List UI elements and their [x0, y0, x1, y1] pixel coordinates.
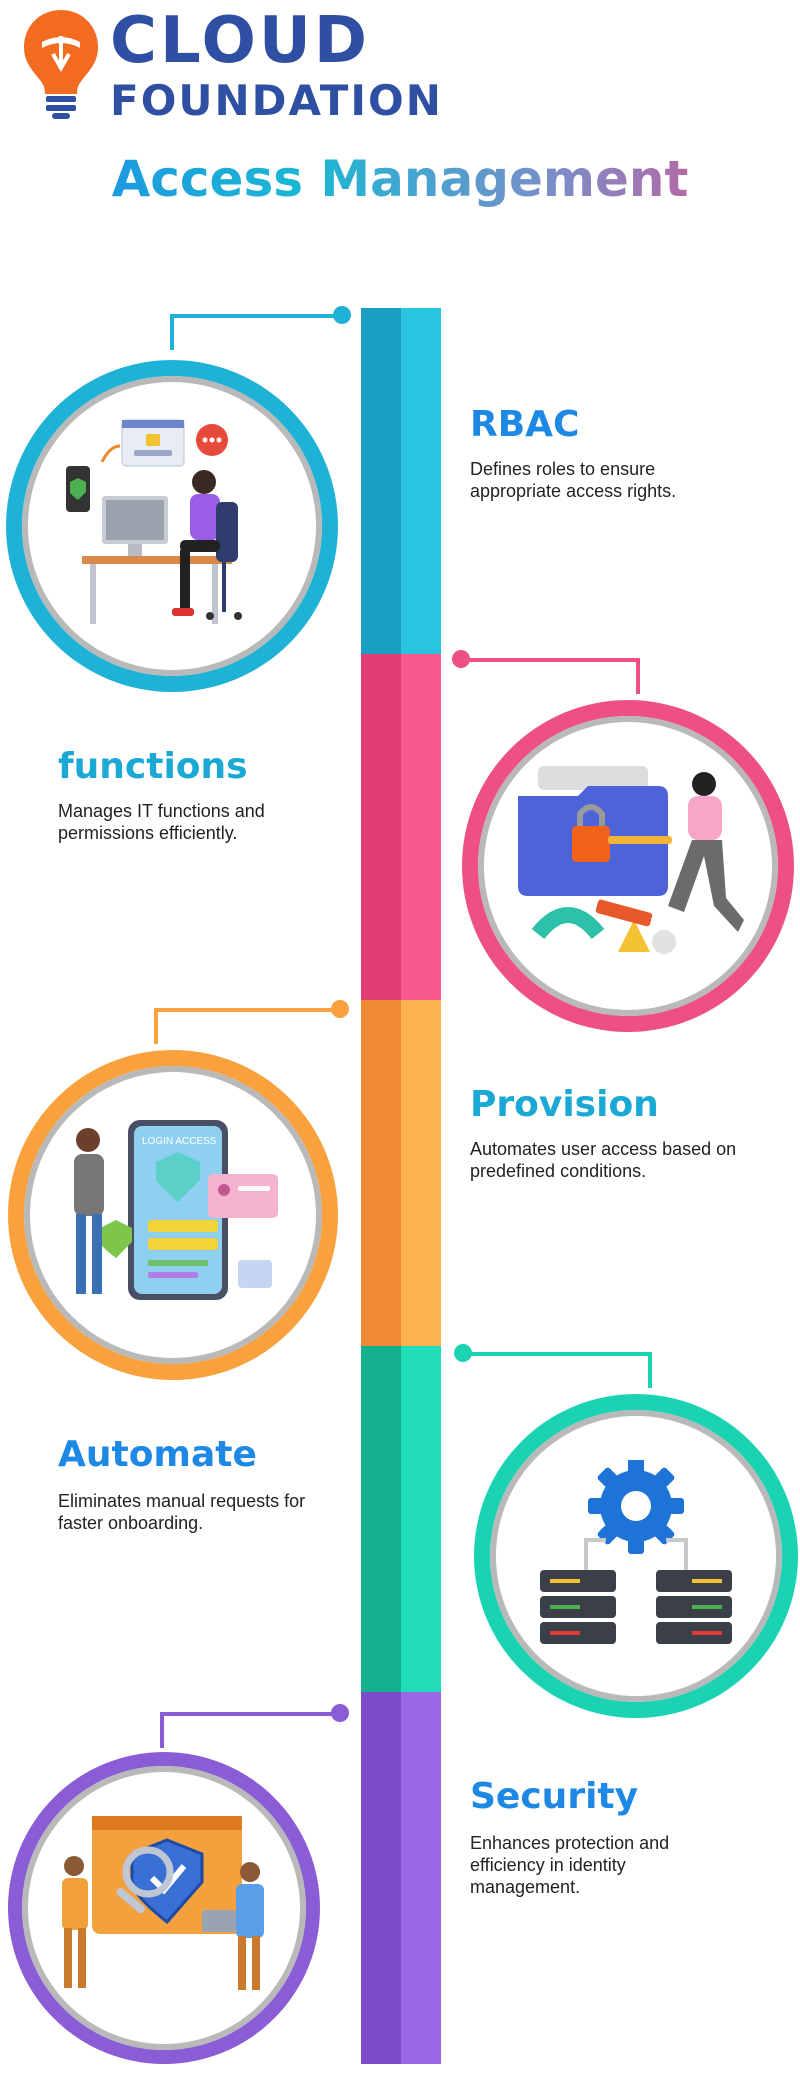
timeline-segment-functions: [361, 654, 441, 1010]
logo-text-foundation: FOUNDATION: [110, 76, 443, 125]
connector-automate-vertical: [648, 1352, 652, 1388]
item-heading-rbac: RBAC: [470, 404, 580, 445]
item-description-automate: Eliminates manual requests for faster on…: [58, 1491, 306, 1533]
connector-rbac-dot: [333, 306, 351, 324]
servers-gear-illustration: [540, 1460, 732, 1644]
circle-rbac: [6, 360, 338, 692]
connector-rbac-vertical: [170, 316, 174, 350]
timeline-segment-rbac: [361, 308, 441, 664]
connector-provision-vertical: [154, 1010, 158, 1044]
svg-text:LOGIN ACCESS: LOGIN ACCESS: [142, 1136, 217, 1147]
timeline-segment-automate: [361, 1346, 441, 1702]
connector-functions-horizontal: [460, 658, 638, 662]
item-description-rbac: Defines roles to ensure appropriate acce…: [470, 459, 677, 501]
logo-bulb-icon: [22, 8, 100, 120]
connector-functions-vertical: [636, 658, 640, 694]
circle-security: [8, 1752, 320, 2064]
connector-provision-horizontal: [154, 1008, 340, 1012]
timeline-segment-security: [361, 1692, 441, 2064]
circle-automate: [474, 1394, 798, 1718]
circle-functions: [462, 700, 794, 1032]
login-access-illustration: LOGIN ACCESS: [74, 1120, 278, 1300]
locked-folder-key-illustration: [518, 766, 744, 954]
connector-automate-horizontal: [462, 1352, 652, 1356]
item-heading-automate: Automate: [58, 1434, 257, 1475]
item-heading-provision: Provision: [470, 1084, 659, 1125]
shield-team-illustration: [62, 1816, 264, 1990]
connector-rbac-horizontal: [170, 314, 342, 318]
item-heading-functions: functions: [58, 746, 248, 787]
circle-provision: LOGIN ACCESS: [8, 1050, 338, 1380]
item-heading-security: Security: [470, 1776, 639, 1817]
timeline-segment-provision: [361, 1000, 441, 1356]
connector-security-horizontal: [160, 1712, 340, 1716]
item-description-functions: Manages IT functions and permissions eff…: [58, 801, 265, 843]
page-title: Access Management: [0, 150, 800, 208]
item-description-provision: Automates user access based on predefine…: [470, 1139, 737, 1181]
connector-provision-dot: [331, 1000, 349, 1018]
role-based-access-illustration: [66, 419, 242, 624]
connector-security-dot: [331, 1704, 349, 1722]
item-description-security: Enhances protection and efficiency in id…: [470, 1833, 670, 1897]
connector-security-vertical: [160, 1714, 164, 1748]
logo-text-cloud: CLOUD: [110, 4, 370, 78]
